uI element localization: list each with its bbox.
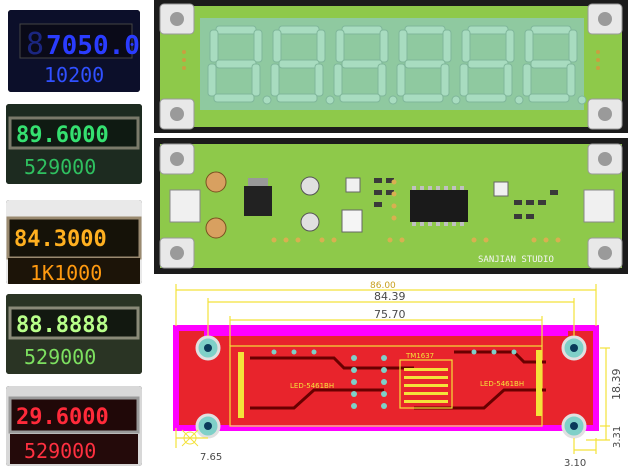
- dim-height-label: 18.39: [610, 369, 623, 401]
- pcb-front-render: [154, 0, 628, 133]
- pcb-back-render: SANJIAN STUDIO: [154, 138, 628, 274]
- blue-bottom-value: 10200: [44, 63, 104, 87]
- blue-top-prefix: 8: [26, 27, 44, 62]
- pcb-front-graphic: [159, 3, 623, 130]
- lime-display-graphic: 88.8888 529000: [6, 294, 142, 374]
- layout-chip-right-label: LED-5461BH: [480, 380, 524, 388]
- pcb-layout-graphic: LED-5461BH TM1637 LED-5461BH: [173, 281, 623, 469]
- pcb-brand-label: SANJIAN STUDIO: [478, 255, 554, 265]
- green-display-graphic: 89.6000 529000: [6, 104, 142, 184]
- dim-overall-label: 86.00: [370, 281, 396, 291]
- photo-green-display: 89.6000 529000: [6, 104, 142, 184]
- photo-amber-display: 84.3000 1K1000: [6, 200, 142, 284]
- layout-chip-mid-label: TM1637: [405, 352, 434, 360]
- dim-offset-right-label: 3.31: [612, 426, 623, 448]
- photo-lime-display: 88.8888 529000: [6, 294, 142, 374]
- blue-display-graphic: 8 7050.0 10200: [8, 10, 140, 92]
- photo-red-display: 29.6000 529000: [6, 386, 142, 466]
- lime-bottom-value: 529000: [24, 345, 96, 369]
- red-display-graphic: 29.6000 529000: [6, 386, 142, 466]
- layout-chip-left-label: LED-5461BH: [290, 382, 334, 390]
- red-bottom-value: 529000: [24, 439, 96, 463]
- amber-display-graphic: 84.3000 1K1000: [6, 200, 142, 284]
- green-bottom-value: 529000: [24, 155, 96, 179]
- amber-bottom-value: 1K1000: [30, 261, 102, 284]
- dim-holes-label: 84.39: [374, 290, 406, 303]
- amber-top-value: 84.3000: [14, 227, 107, 252]
- dim-display-label: 75.70: [374, 308, 406, 321]
- photo-blue-display: 8 7050.0 10200: [8, 10, 140, 92]
- pcb-back-graphic: SANJIAN STUDIO: [159, 143, 623, 269]
- dim-offset-left-label: 7.65: [200, 452, 222, 463]
- blue-top-value: 7050.0: [46, 31, 140, 61]
- red-top-value: 29.6000: [16, 405, 109, 430]
- lime-top-value: 88.8888: [16, 313, 109, 338]
- green-top-value: 89.6000: [16, 123, 109, 148]
- pcb-layout-drawing: LED-5461BH TM1637 LED-5461BH: [154, 278, 628, 471]
- dim-offset-bottom-label: 3.10: [564, 458, 586, 469]
